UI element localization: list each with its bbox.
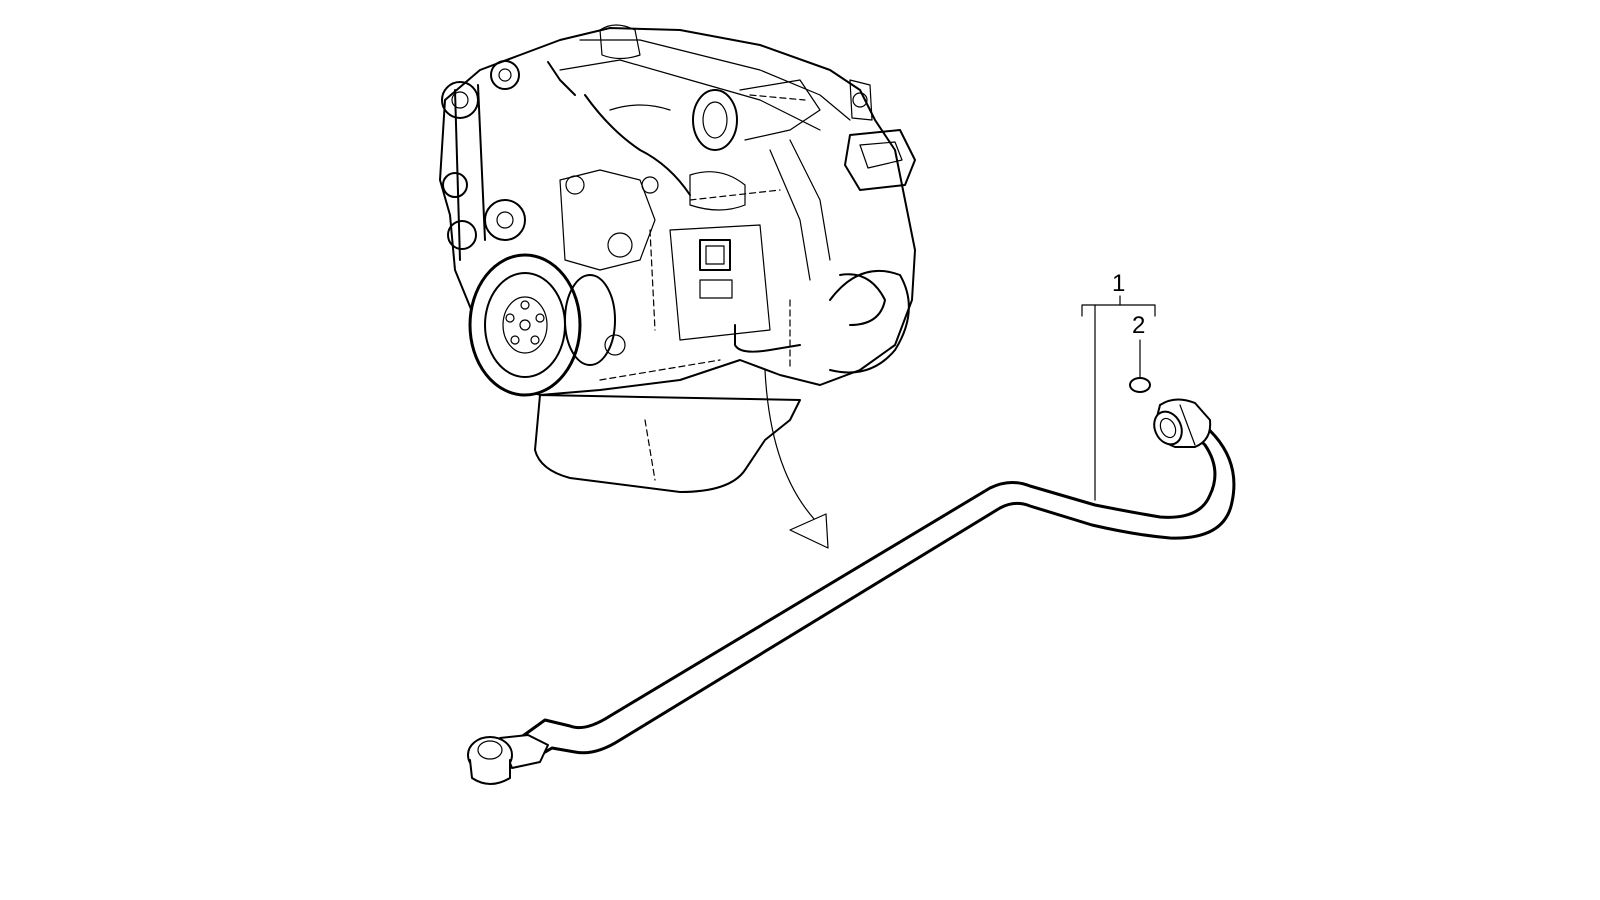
callout-1-group: 1: [1081, 270, 1156, 501]
o-ring: [1129, 377, 1151, 393]
left-connector: [467, 734, 549, 785]
hose-outer-line: [518, 428, 1217, 740]
oil-pan: [534, 394, 801, 493]
right-connector: [1153, 398, 1212, 448]
crank-pulley: [468, 253, 582, 397]
callout-2-group: 2: [1132, 312, 1145, 378]
hose-assembly: [467, 398, 1236, 785]
pointer-arrow: [764, 369, 816, 521]
engine-illustration: [439, 24, 916, 549]
hose-inner-line: [533, 418, 1236, 760]
callout-label-2: 2: [1132, 312, 1145, 339]
callout-label-1: 1: [1112, 270, 1125, 297]
